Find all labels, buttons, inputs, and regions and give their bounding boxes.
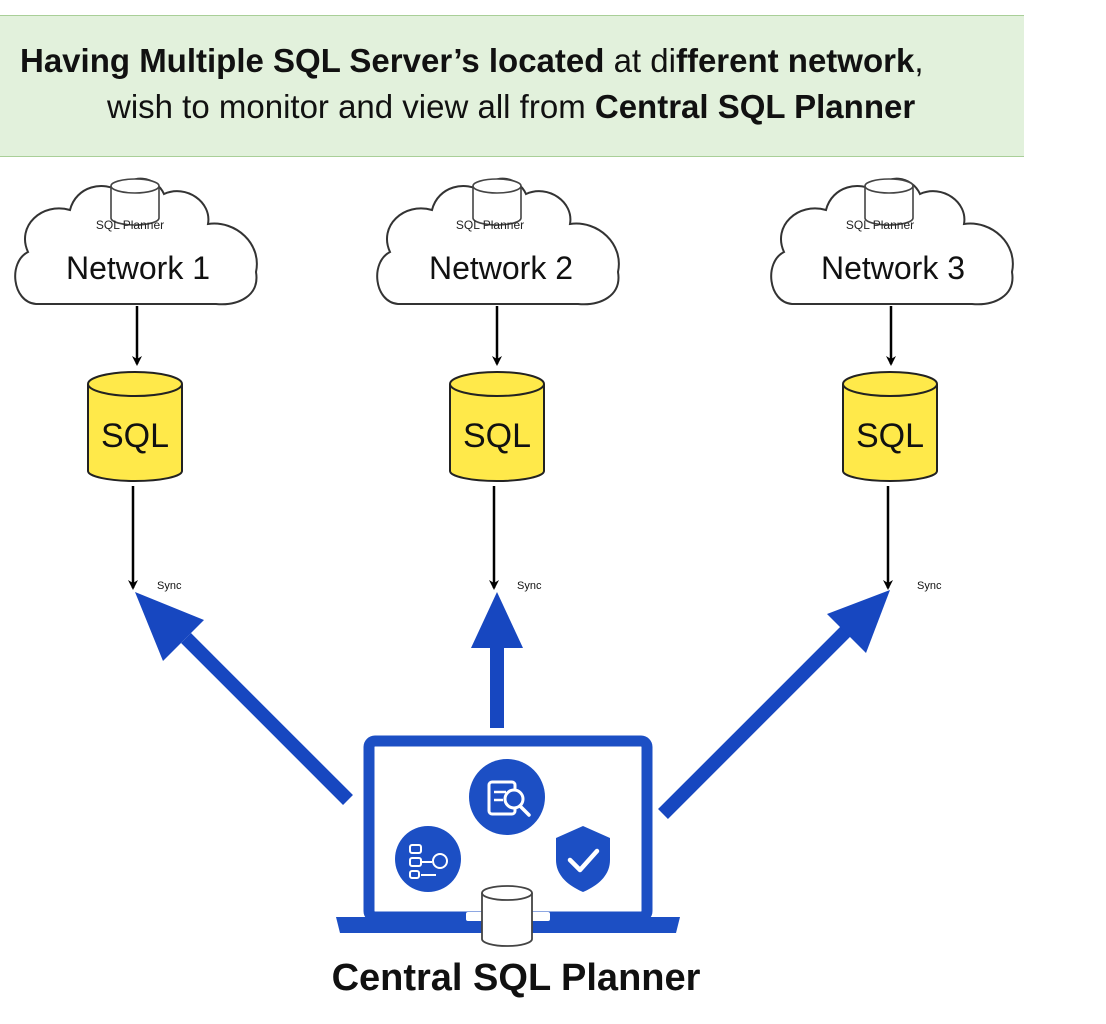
sql-database-label: SQL xyxy=(101,417,169,455)
planner-db-icon xyxy=(110,178,160,226)
banner-text-part: Central SQL Planner xyxy=(594,88,916,125)
planner-label: SQL Planner xyxy=(96,218,164,232)
sync-label: Sync xyxy=(157,580,182,592)
network-group-2: SQL Planner Network 2 SQL Sync xyxy=(376,177,620,592)
shield-check-icon xyxy=(556,826,610,892)
sql-database-icon xyxy=(449,371,545,482)
planner-label: SQL Planner xyxy=(846,218,914,232)
network-label: Network 3 xyxy=(821,250,965,286)
header-banner: Having Multiple SQL Server’s located at … xyxy=(0,15,1024,157)
banner-text-part: Having Multiple SQL Server’s located xyxy=(20,42,605,79)
network-group-1: SQL Planner Network 1 SQL Sync xyxy=(14,177,258,592)
central-db-icon xyxy=(481,885,533,947)
banner-text-part: ff xyxy=(675,42,698,79)
inspect-search-icon xyxy=(469,759,545,835)
sql-database-icon xyxy=(842,371,938,482)
workflow-icon xyxy=(395,826,461,892)
planner-db-icon xyxy=(472,178,522,226)
sql-database-icon xyxy=(87,371,183,482)
banner-line-1: Having Multiple SQL Server’s located at … xyxy=(20,42,924,80)
planner-label: SQL Planner xyxy=(456,218,524,232)
banner-line-2: wish to monitor and view all from Centra… xyxy=(107,88,915,126)
central-laptop xyxy=(336,735,680,947)
planner-db-icon xyxy=(864,178,914,226)
sql-database-label: SQL xyxy=(463,417,531,455)
central-to-network-2-arrow xyxy=(471,592,523,728)
banner-text-part: , xyxy=(914,42,924,79)
network-group-3: SQL Planner Network 3 SQL Sync xyxy=(770,177,1014,592)
central-title: Central SQL Planner xyxy=(332,957,701,999)
central-to-network-1-arrow xyxy=(135,592,353,805)
sql-database-label: SQL xyxy=(856,417,924,455)
banner-text-part: erent network xyxy=(697,42,915,79)
banner-text-part: at di xyxy=(604,42,676,79)
network-label: Network 1 xyxy=(66,250,210,286)
sync-label: Sync xyxy=(517,580,542,592)
banner-text-part: wish to monitor and view all from xyxy=(107,88,595,125)
sync-label: Sync xyxy=(917,580,942,592)
central-to-network-3-arrow xyxy=(658,590,890,819)
network-label: Network 2 xyxy=(429,250,573,286)
